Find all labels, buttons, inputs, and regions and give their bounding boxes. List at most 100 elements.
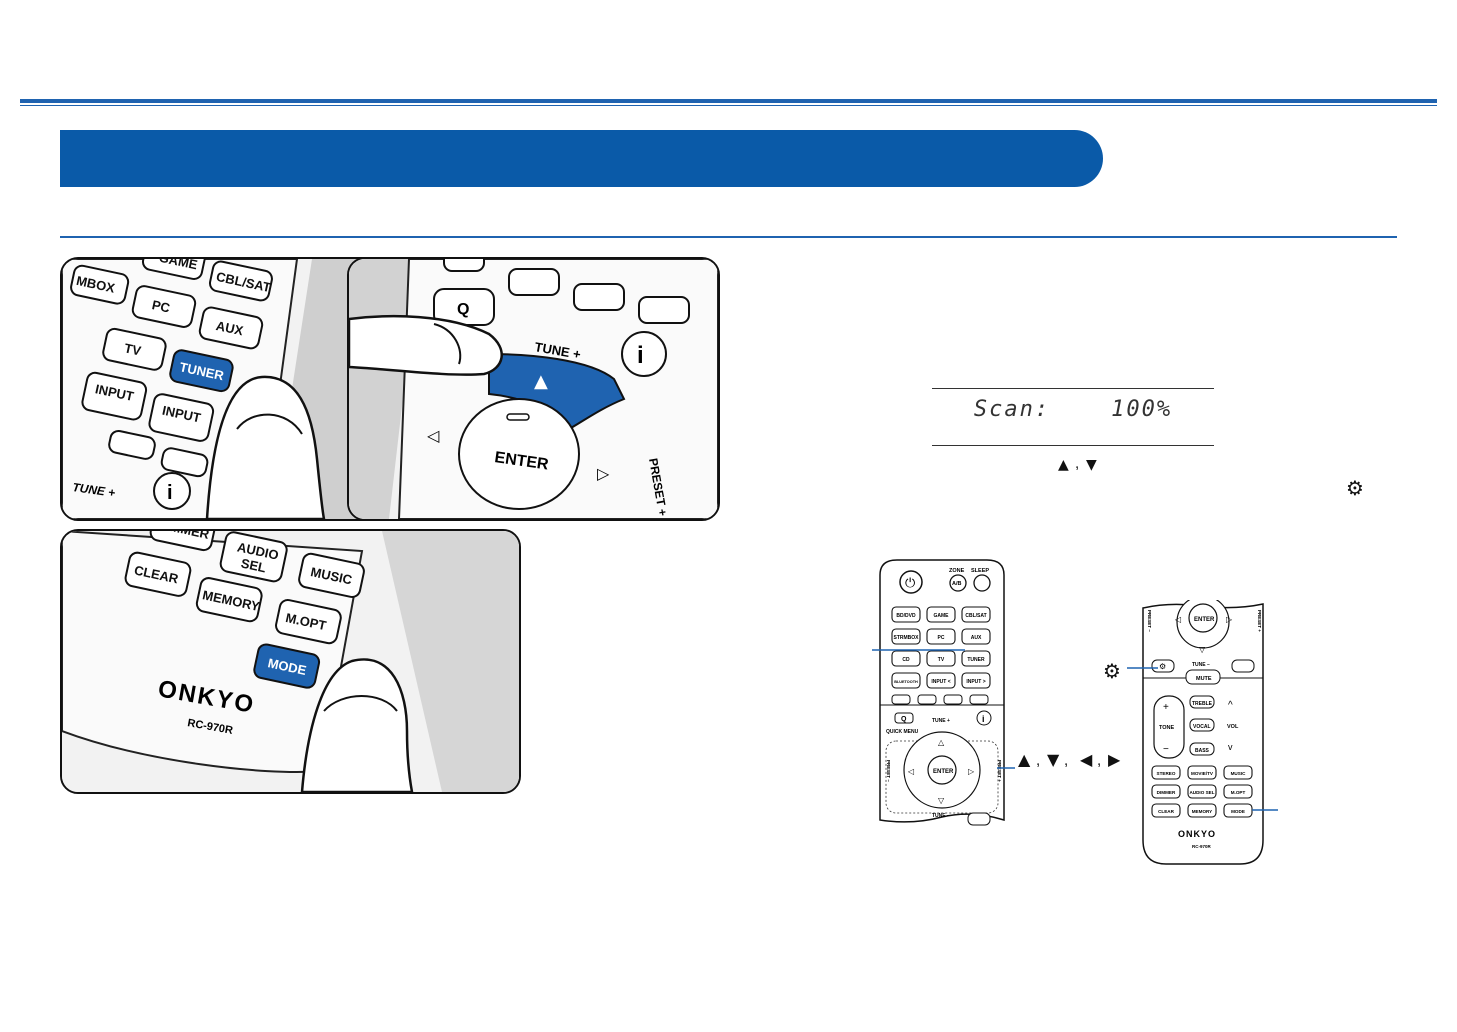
photo-mode-press: DIMMER AUDIO SEL MUSIC CLEAR MEMORY M.OP…	[60, 529, 521, 794]
label-info: i	[167, 482, 173, 504]
remote-illustration-mode: DIMMER AUDIO SEL MUSIC CLEAR MEMORY M.OP…	[62, 531, 519, 792]
label-preset-plus: PRESET +	[1257, 610, 1262, 632]
label-zone: ZONE	[949, 568, 965, 574]
setup-button	[1151, 659, 1175, 673]
label-tv: TV	[938, 657, 945, 663]
button-input	[926, 672, 956, 689]
setup-button-gear-icon: ⚙	[1159, 662, 1166, 671]
svg-text:▷: ▷	[968, 767, 975, 776]
label-m-opt: M.OPT	[1231, 790, 1246, 795]
button-tuner	[961, 650, 991, 667]
button-play	[508, 268, 560, 296]
label-info: i	[637, 342, 644, 369]
power-button	[899, 570, 923, 594]
button-strmbox	[70, 264, 130, 305]
return-button	[1231, 659, 1255, 673]
label-info: i	[982, 714, 985, 724]
button-music	[1223, 765, 1253, 780]
front-display: Scan: 100%	[932, 388, 1214, 446]
label-tune-plus: TUNE +	[932, 718, 950, 724]
label-tune-minus: TUNE −	[932, 813, 950, 819]
button-m-opt	[1223, 784, 1253, 799]
label-preset-minus: PRESET −	[886, 760, 891, 782]
label-quick-menu: QUICK MENU	[886, 729, 919, 735]
label-audio-sel: AUDIO SEL	[1189, 790, 1214, 795]
label-aux: AUX	[215, 318, 245, 338]
enter-button	[927, 755, 957, 785]
treble-button	[1189, 695, 1215, 709]
label-aux: AUX	[971, 635, 982, 641]
callout-up-icon: ▲	[1018, 750, 1031, 769]
callout-down-icon: ▼	[1047, 750, 1060, 769]
button-next	[160, 447, 209, 478]
label-bluetooth: BLUETOOTH	[894, 680, 918, 684]
button-dimmer	[1151, 784, 1181, 799]
button-memory	[195, 577, 263, 623]
button-info	[153, 472, 191, 510]
photo-tune-press: Q i TUNE + ▲ ENTER ◁ ▷ PRESET +	[347, 257, 720, 521]
button-strmbox	[891, 628, 921, 645]
bass-button	[1189, 742, 1215, 756]
button-info	[621, 331, 667, 377]
finger	[300, 658, 414, 792]
power-icon: ⏻	[905, 576, 915, 591]
button-stereo	[1151, 765, 1181, 780]
svg-text:▽: ▽	[938, 796, 945, 805]
button-input-right	[148, 393, 215, 442]
label-cd: CD	[902, 657, 910, 663]
button-tv	[102, 327, 167, 371]
button-clear	[124, 551, 192, 597]
svg-text:◁: ◁	[1174, 615, 1181, 624]
label-audio-sel-2: SEL	[240, 555, 268, 575]
button-bd-dvd	[891, 606, 921, 623]
button-movie-tv	[1187, 765, 1217, 780]
label-pc: PC	[151, 297, 172, 316]
subsection-rule	[60, 236, 1397, 238]
button-audio-sel	[219, 531, 288, 583]
label-cbl-sat: CBL/SAT	[965, 613, 986, 619]
label-stereo: STEREO	[1157, 771, 1176, 776]
svg-text:−: −	[1163, 744, 1169, 755]
enter-button	[1188, 603, 1218, 633]
remote-bottom-half: ENTER ◁ ▷ ▽ PRESET − PRESET + ⚙ TUNE − M…	[1140, 595, 1266, 866]
zone-button	[949, 574, 967, 592]
label-input: INPUT <	[931, 679, 950, 685]
button-tuner	[169, 349, 234, 393]
setup-gear-icon: ⚙	[1346, 476, 1364, 500]
label-q: Q	[901, 716, 907, 723]
callout-right-icon: ▶	[1108, 750, 1121, 769]
button-memory	[1187, 803, 1217, 818]
return-button	[967, 812, 991, 826]
label-enter: ENTER	[933, 769, 954, 775]
label-input: INPUT >	[966, 679, 985, 685]
label-preset-plus: PRESET +	[997, 760, 1002, 782]
button-tv	[926, 650, 956, 667]
label-tv: TV	[123, 340, 143, 358]
button-game	[141, 259, 206, 280]
label-treble: TREBLE	[1192, 701, 1213, 707]
label-memory: MEMORY	[1192, 809, 1213, 814]
button-m-opt	[275, 599, 342, 645]
svg-text:▽: ▽	[1199, 645, 1206, 654]
up-triangle-icon: ▲	[1058, 457, 1069, 473]
down-triangle-icon: ▼	[1086, 457, 1097, 473]
button-dimmer	[149, 531, 217, 552]
up-arrow-icon: ▲	[534, 371, 548, 392]
label-strmbox: STRMBOX	[894, 635, 920, 641]
label-vol: VOL	[1227, 724, 1239, 730]
mute-button	[1185, 669, 1221, 685]
q-button	[894, 712, 914, 724]
button-pc	[131, 285, 197, 328]
svg-text:v: v	[1228, 742, 1233, 752]
label-dimmer: DIMMER	[1157, 790, 1176, 795]
left-arrow-outline-icon: ◁	[426, 426, 440, 445]
right-arrow-outline-icon: ▷	[597, 464, 610, 483]
finger	[205, 375, 326, 519]
button-cd	[891, 650, 921, 667]
label-mode: MODE	[1231, 809, 1245, 814]
svg-text:▷: ▷	[1226, 615, 1233, 624]
label-vocal: VOCAL	[1193, 724, 1211, 730]
label-movie-tv: MOVIE/TV	[1191, 771, 1214, 776]
svg-text:^: ^	[1228, 700, 1233, 711]
